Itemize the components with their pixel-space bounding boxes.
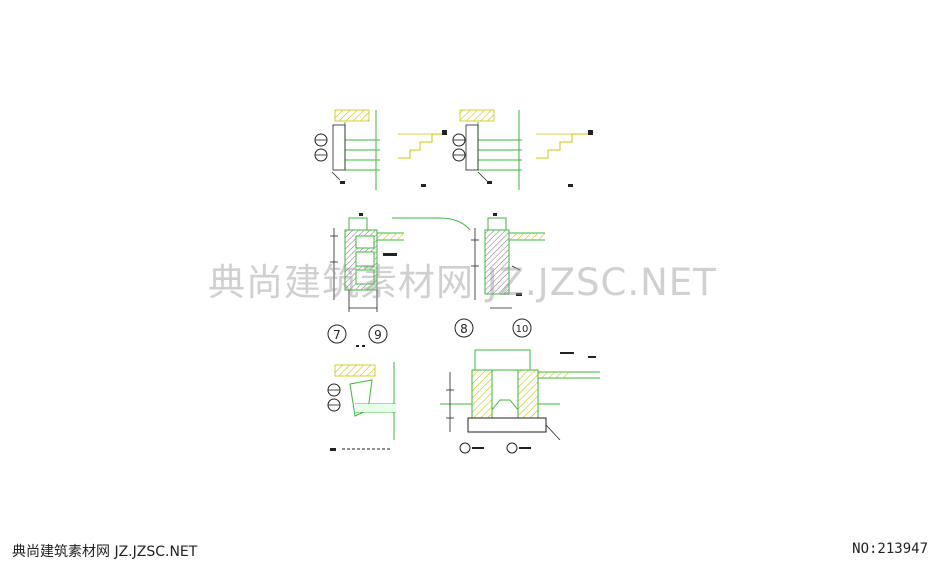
- foundation-section: [440, 349, 600, 454]
- detail-marker-7-label: 7: [333, 328, 341, 342]
- detail-marker-7: [327, 324, 347, 344]
- railing-detail: [327, 362, 396, 451]
- detail-marker-9-label: 9: [374, 328, 382, 342]
- stair-profile-2: [536, 130, 593, 187]
- wall-section-7-9: [330, 213, 471, 312]
- detail-marker-10: [512, 318, 532, 338]
- detail-marker-10-label: 10: [516, 324, 529, 335]
- stair-profile-1: [398, 130, 447, 187]
- footer-image-number: NO:213947: [852, 541, 928, 557]
- detail-marker-8: [454, 318, 474, 338]
- wall-section-8-10: [471, 213, 545, 309]
- detail-markers: 7 9 8 10: [327, 318, 532, 347]
- stair-detail-1: [314, 109, 380, 190]
- detail-marker-9: [368, 324, 388, 344]
- stair-detail-2: [452, 109, 522, 190]
- footer-site-name: 典尚建筑素材网 JZ.JZSC.NET: [12, 544, 198, 560]
- site-watermark: 典尚建筑素材网 JZ.JZSC.NET: [208, 261, 717, 304]
- detail-marker-8-label: 8: [460, 322, 468, 336]
